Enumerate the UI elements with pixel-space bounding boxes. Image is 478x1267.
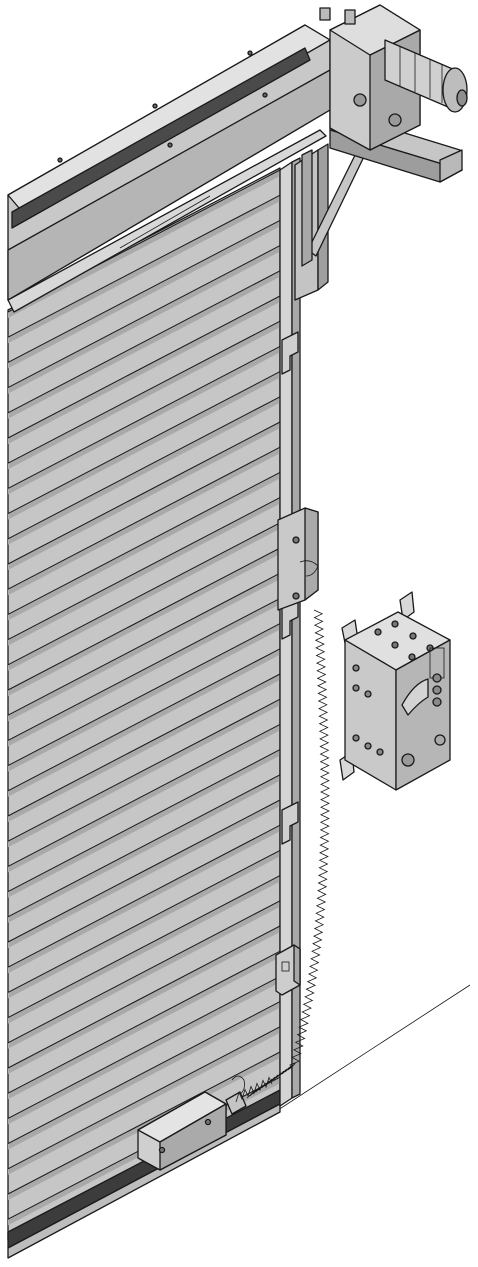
slat-groove: [8, 195, 280, 344]
slat-groove: [8, 800, 280, 948]
slat-edge: [7, 1051, 281, 1195]
slat-edge: [7, 900, 281, 1044]
slat-groove: [8, 245, 280, 394]
slat-edge: [7, 723, 281, 867]
slat-edge: [7, 673, 281, 817]
slat-groove: [8, 774, 280, 923]
slat-groove: [8, 321, 280, 470]
slat-groove: [8, 825, 280, 974]
slat-edge: [7, 245, 281, 389]
slat-edge: [7, 320, 281, 464]
guide-rail: [275, 143, 329, 1107]
slat-edge: [7, 925, 281, 1069]
slat-groove: [8, 497, 280, 646]
control-unit-icon: [339, 591, 451, 791]
slat-groove: [8, 724, 280, 873]
slat-edge: [7, 849, 281, 993]
slat-edge: [7, 774, 281, 918]
slat-groove: [8, 1001, 280, 1150]
slat-groove: [8, 346, 280, 495]
slat-groove: [8, 749, 280, 898]
slat-edge: [7, 572, 281, 716]
slat-edge: [7, 371, 281, 515]
slat-edge: [7, 975, 281, 1119]
spiral-cable-icon: [246, 609, 330, 1099]
slat-groove: [8, 396, 280, 545]
slat-edge: [7, 824, 281, 968]
slat-groove: [8, 522, 280, 671]
cable-holder-bracket: [277, 507, 319, 611]
slat-edge: [7, 547, 281, 691]
slat-edge: [7, 1001, 281, 1145]
safety-edge-icon: [137, 1075, 273, 1171]
floor-line: [274, 984, 471, 1113]
slat-edge: [7, 799, 281, 943]
slat-edge: [7, 648, 281, 792]
slat-edge: [7, 270, 281, 414]
slat-groove: [8, 573, 280, 722]
slat-groove: [8, 900, 280, 1049]
wind-lock-clip-3: [281, 801, 299, 845]
slat-groove: [8, 699, 280, 848]
slat-groove: [8, 598, 280, 747]
slat-edge: [7, 497, 281, 641]
slat-edge: [7, 345, 281, 489]
slat-edge: [7, 1026, 281, 1170]
slat-edge: [7, 623, 281, 767]
slat-edge: [7, 471, 281, 615]
slat-edge: [7, 875, 281, 1019]
slat-groove: [8, 951, 280, 1100]
slat-groove: [8, 472, 280, 621]
slat-groove: [8, 548, 280, 696]
drive-motor-icon: [319, 4, 468, 151]
slat-edge: [7, 446, 281, 590]
wind-lock-clip-1: [281, 331, 299, 375]
slat-edge: [7, 219, 281, 363]
slat-groove: [8, 447, 280, 596]
slat-groove: [8, 850, 280, 999]
slat-groove: [8, 1026, 280, 1175]
slat-groove: [8, 371, 280, 520]
slat-edge: [7, 396, 281, 540]
slat-edge: [7, 295, 281, 439]
slat-groove: [8, 422, 280, 570]
door-curtain: [7, 167, 281, 1259]
slat-edge: [7, 522, 281, 666]
slat-edge: [7, 950, 281, 1094]
slat-groove: [8, 296, 280, 444]
slat-groove: [8, 674, 280, 822]
junction-box-icon: [275, 944, 301, 996]
slat-edge: [7, 698, 281, 842]
slat-edge: [7, 749, 281, 893]
slat-groove: [8, 926, 280, 1074]
slat-edge: [7, 597, 281, 741]
slat-edge: [7, 194, 281, 338]
slat-groove: [8, 220, 280, 369]
slat-groove: [8, 648, 280, 797]
slat-groove: [8, 170, 280, 318]
slat-groove: [8, 623, 280, 772]
slat-groove: [8, 875, 280, 1024]
shaft-housing: [7, 24, 331, 313]
slat-groove: [8, 270, 280, 419]
slat-groove: [8, 976, 280, 1125]
slat-edge: [7, 421, 281, 565]
